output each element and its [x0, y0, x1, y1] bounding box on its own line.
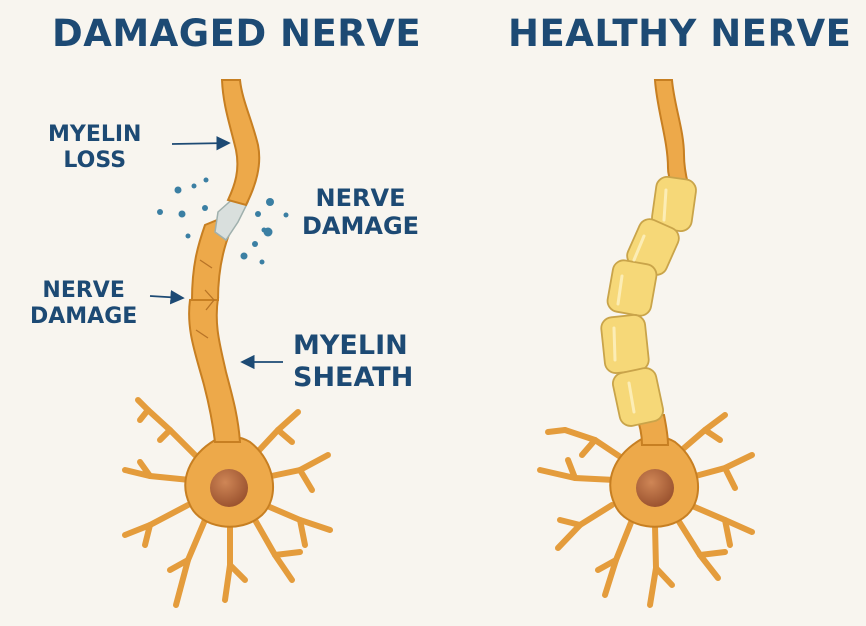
arrow-nerve-damage-left [149, 290, 185, 305]
label-nerve-damage-right: NERVE DAMAGE [302, 184, 419, 241]
label-nerve-damage-left-line1: NERVE [42, 278, 125, 303]
annotation-arrows [149, 136, 283, 370]
damaged-axon-mid [190, 216, 232, 301]
label-nerve-damage-right-line2: DAMAGE [302, 212, 420, 241]
label-myelin-sheath: MYELIN SHEATH [293, 330, 413, 394]
damaged-axon-upper [220, 79, 261, 207]
label-myelin-loss-line2: LOSS [63, 147, 127, 173]
healthy-dendrites [537, 412, 755, 608]
label-nerve-damage-left: NERVE DAMAGE [30, 278, 137, 330]
myelin-sheath-segments [600, 175, 697, 427]
damaged-axon-lower [188, 296, 242, 443]
healthy-neuron [537, 79, 755, 608]
label-nerve-damage-right-line1: NERVE [315, 184, 406, 212]
damaged-dendrites [122, 397, 333, 608]
damaged-nucleus [210, 469, 248, 507]
arrow-myelin-loss [171, 136, 231, 151]
label-myelin-loss: MYELIN LOSS [48, 122, 141, 174]
damaged-neuron [122, 79, 333, 608]
healthy-nucleus [636, 469, 674, 507]
damaged-nerve-title: DAMAGED NERVE [52, 12, 422, 55]
myelin-debris [157, 177, 289, 265]
label-nerve-damage-left-line2: DAMAGE [30, 303, 138, 329]
label-myelin-sheath-line1: MYELIN [293, 330, 408, 361]
label-myelin-loss-line1: MYELIN [48, 122, 142, 147]
healthy-axon-upper [653, 79, 690, 185]
label-myelin-sheath-line2: SHEATH [293, 361, 414, 393]
healthy-nerve-title: HEALTHY NERVE [508, 12, 852, 55]
